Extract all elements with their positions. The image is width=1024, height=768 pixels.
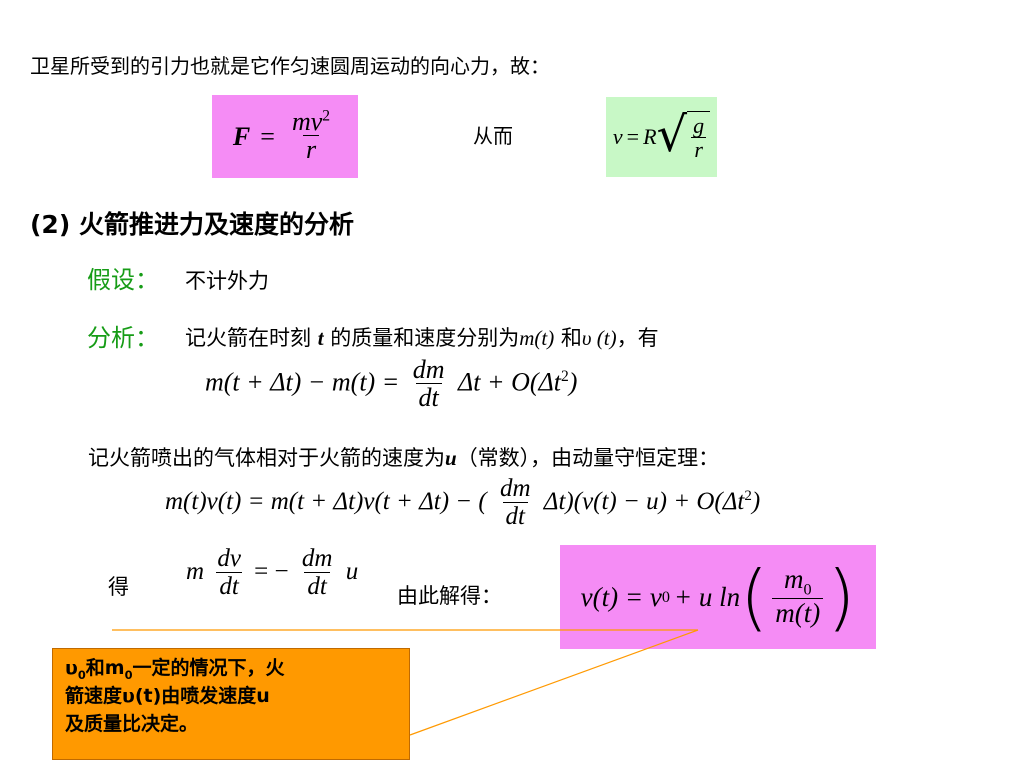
velocity-lhs: v bbox=[612, 124, 623, 149]
eq2-rhs-exp: 2 bbox=[744, 487, 752, 504]
force-numerator: mv bbox=[291, 107, 323, 137]
eq3-n2: dm bbox=[301, 545, 333, 572]
label-solve: 由此解得： bbox=[397, 584, 502, 608]
eq2-fraction: dm dt bbox=[497, 475, 534, 531]
label-thus: 从而 bbox=[473, 124, 513, 148]
eq3-m: m bbox=[186, 558, 205, 586]
eq3-n1: dv bbox=[217, 545, 241, 572]
result-lhs-sub: 0 bbox=[661, 587, 670, 606]
note-line-1: υ0和m0一定的情况下，火 bbox=[65, 655, 397, 683]
result-plus: + u ln bbox=[673, 581, 741, 612]
result-lhs: v(t) = v bbox=[580, 581, 662, 612]
eq1-frac-den: dt bbox=[415, 383, 442, 413]
sqrt-symbol: √ g r bbox=[657, 111, 711, 162]
eq3-fraction-2: dm dt bbox=[299, 545, 336, 601]
differential-equation: m dv dt = − dm dt u bbox=[186, 545, 359, 601]
note-v0: υ bbox=[65, 657, 78, 679]
conclusion-note: υ0和m0一定的情况下，火 箭速度υ(t)由喷发速度u 及质量比决定。 bbox=[52, 648, 410, 760]
force-formula-box: F = mv2 r bbox=[212, 95, 358, 178]
eq2-rhs: Δt)(v(t) − u) + O(Δt bbox=[543, 488, 745, 516]
analysis-label: 分析： bbox=[87, 324, 159, 352]
left-paren-icon: ( bbox=[740, 555, 769, 639]
analysis-m-of-t: m(t) bbox=[519, 326, 555, 350]
analysis-t: t bbox=[317, 326, 324, 350]
note-line1-rest: 一定的情况下，火 bbox=[132, 657, 285, 679]
eq3-fraction-1: dv dt bbox=[214, 545, 244, 601]
momentum-equation: m(t)v(t) = m(t + Δt)v(t + Δt) − ( dm dt … bbox=[165, 475, 761, 531]
gas-text-b: （常数），由动量守恒定理： bbox=[456, 446, 720, 470]
result-num-sub: 0 bbox=[803, 580, 812, 599]
section-title: (2) 火箭推进力及速度的分析 bbox=[30, 210, 354, 239]
velocity-formula-box: v = R √ g r bbox=[606, 97, 717, 177]
note-line-3: 及质量比决定。 bbox=[65, 712, 199, 735]
eq3-d2: dt bbox=[304, 572, 330, 601]
velocity-rad-num: g bbox=[693, 113, 705, 139]
eq1-frac-num: dm bbox=[412, 355, 445, 384]
hypothesis-label: 假设： bbox=[87, 266, 159, 294]
gas-text-a: 记火箭喷出的气体相对于火箭的速度为 bbox=[88, 446, 445, 470]
result-num: m bbox=[783, 563, 804, 594]
velocity-rad-den: r bbox=[691, 137, 706, 162]
eq1-rhs-exp: 2 bbox=[561, 367, 569, 385]
analysis-text-a: 记火箭在时刻 bbox=[185, 326, 318, 350]
force-denominator: r bbox=[302, 135, 320, 165]
force-eq-sign: = bbox=[260, 121, 275, 151]
radical-sign-icon: √ bbox=[656, 107, 688, 164]
eq1-lhs: m(t + Δt) − m(t) = bbox=[205, 367, 400, 397]
eq2-frac-num: dm bbox=[499, 475, 531, 502]
gas-text-u: u bbox=[445, 446, 457, 470]
eq1-fraction: dm dt bbox=[410, 356, 448, 413]
note-v0-sub: 0 bbox=[77, 667, 86, 682]
note-m0-sub: 0 bbox=[124, 667, 133, 682]
velocity-coef: R bbox=[643, 124, 657, 149]
note-line-2: 箭速度υ(t)由喷发速度u bbox=[65, 685, 270, 708]
analysis-text-d: ，有 bbox=[616, 326, 659, 350]
note-m0: 和m bbox=[85, 657, 125, 679]
result-fraction: m0 m(t) bbox=[772, 563, 824, 629]
analysis-v-of-t: υ (t) bbox=[581, 326, 617, 350]
hypothesis-text: 不计外力 bbox=[185, 269, 269, 293]
gas-velocity-text: 记火箭喷出的气体相对于火箭的速度为u（常数），由动量守恒定理： bbox=[88, 442, 719, 472]
result-den: m(t) bbox=[772, 598, 824, 629]
velocity-fraction: g r bbox=[690, 114, 707, 162]
eq1-rhs-end: ) bbox=[568, 367, 578, 397]
eq2-lhs: m(t)v(t) = m(t + Δt)v(t + Δt) − ( bbox=[165, 488, 487, 516]
force-numerator-exp: 2 bbox=[322, 107, 331, 125]
analysis-text-c: 和 bbox=[554, 326, 582, 350]
velocity-eq-sign: = bbox=[626, 124, 640, 149]
eq1-rhs: Δt + O(Δt bbox=[458, 367, 561, 397]
mass-change-equation: m(t + Δt) − m(t) = dm dt Δt + O(Δt2) bbox=[205, 356, 577, 413]
eq3-d1: dt bbox=[216, 572, 242, 601]
right-paren-icon: ) bbox=[827, 555, 856, 639]
force-fraction: mv2 r bbox=[289, 108, 333, 165]
analysis-text-b: 的质量和速度分别为 bbox=[323, 326, 520, 350]
eq3-mid: = − bbox=[254, 558, 289, 586]
force-lhs: F bbox=[232, 121, 251, 151]
eq2-rhs-end: ) bbox=[751, 488, 761, 516]
label-get: 得 bbox=[108, 575, 129, 599]
intro-text: 卫星所受到的引力也就是它作匀速圆周运动的向心力，故： bbox=[30, 54, 550, 78]
eq2-frac-den: dt bbox=[502, 502, 528, 531]
analysis-text: 记火箭在时刻 t 的质量和速度分别为m(t) 和υ (t)，有 bbox=[185, 322, 659, 352]
eq3-u: u bbox=[345, 558, 359, 586]
